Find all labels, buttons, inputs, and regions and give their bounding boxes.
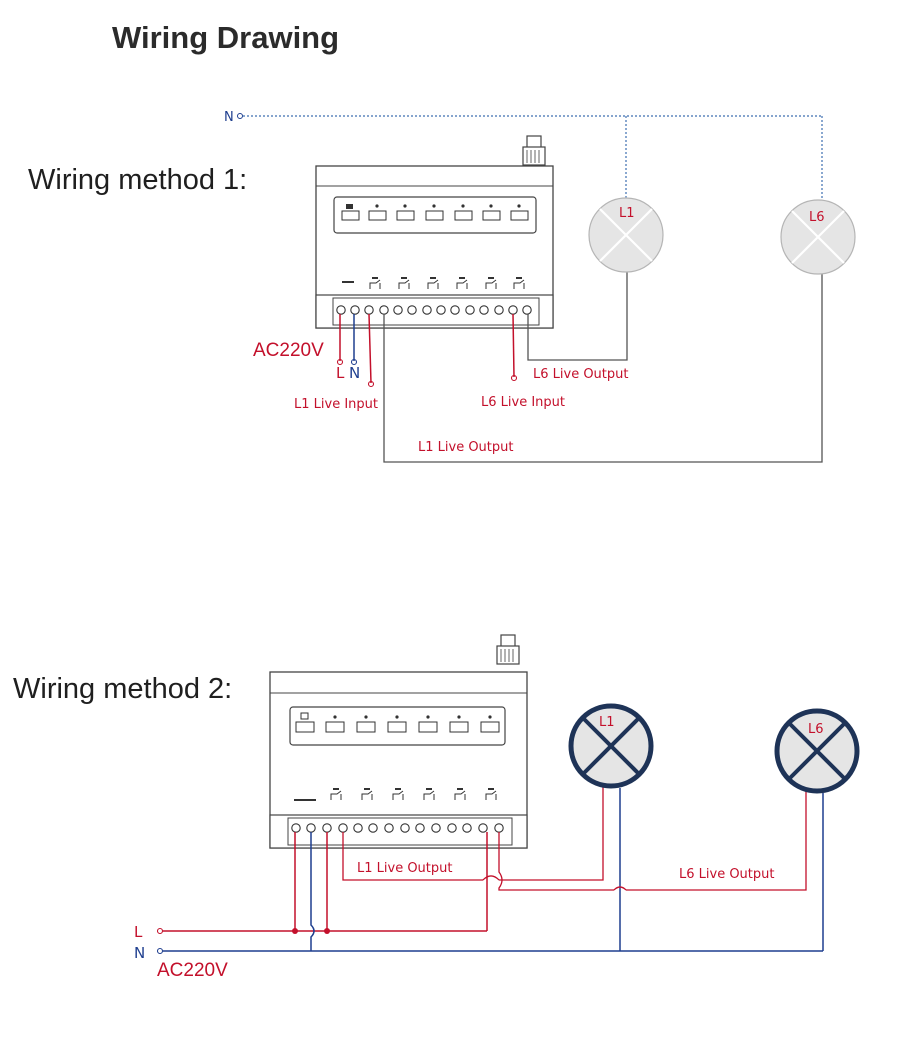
method2-antenna-icon xyxy=(496,634,520,665)
method1-lamp-l1-label: L1 xyxy=(619,206,635,221)
method2-supply-label: AC220V xyxy=(157,960,228,981)
method1-l6-live-output-label: L6 Live Output xyxy=(533,367,628,382)
method1-channel-buttons xyxy=(341,204,529,221)
method2-terminal-screws xyxy=(291,823,504,833)
method1-l1-live-output-label: L1 Live Output xyxy=(418,440,513,455)
method2-neutral-label: N xyxy=(134,944,145,962)
method1-diagram: N xyxy=(224,110,856,463)
method1-antenna-icon xyxy=(522,135,546,166)
method2-lamp-l6-label: L6 xyxy=(808,722,824,737)
method2-l6-live-output-label: L6 Live Output xyxy=(679,867,774,882)
method1-l1-live-input-label: L1 Live Input xyxy=(294,397,378,412)
method2-receiver-device xyxy=(269,634,528,849)
method1-neutral-terminal-icon xyxy=(237,113,243,119)
method1-title: Wiring method 1: xyxy=(28,164,248,196)
method1-neutral-label: N xyxy=(224,110,234,125)
method1-l6-live-input-label: L6 Live Input xyxy=(481,395,565,410)
method1-lamp-l1-icon: L1 xyxy=(588,197,664,273)
page-title: Wiring Drawing xyxy=(112,20,340,55)
method1-supply-label: AC220V xyxy=(253,340,324,361)
method2-relay-symbols xyxy=(294,788,497,801)
method2-lamp-l1-icon: L1 xyxy=(568,703,654,789)
method1-lamp-l6-label: L6 xyxy=(809,210,825,225)
method2-title: Wiring method 2: xyxy=(13,673,233,705)
method2-lamp-l1-label: L1 xyxy=(599,715,615,730)
method1-live-label: L xyxy=(336,364,345,382)
method1-lamp-l6-icon: L6 xyxy=(780,199,856,275)
method1-receiver-device xyxy=(315,135,554,329)
method2-diagram: L1 L6 L N AC220V L1 Live Output L6 Live … xyxy=(134,634,860,981)
method1-relay-symbols xyxy=(342,277,525,289)
method2-lamp-l6-icon: L6 xyxy=(774,708,860,794)
method1-neutral-terminal-label: N xyxy=(349,364,360,382)
method2-channel-buttons xyxy=(295,712,500,733)
method2-live-label: L xyxy=(134,923,143,941)
method1-neutral-bus: N xyxy=(224,110,823,200)
method2-l1-live-output-label: L1 Live Output xyxy=(357,861,452,876)
method1-terminal-screws xyxy=(336,305,532,315)
